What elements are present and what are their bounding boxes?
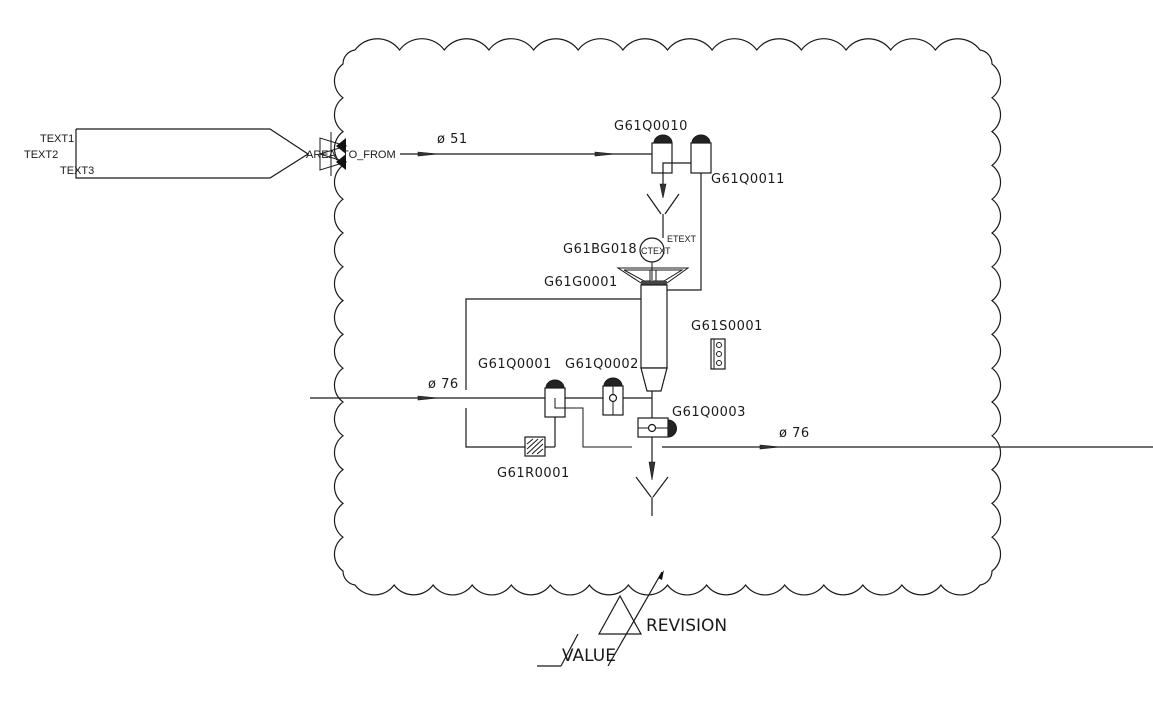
- flow-arrow-icon: [594, 151, 616, 157]
- valve-q0001-label: G61Q0001: [478, 357, 552, 372]
- flow-arrow-icon: [648, 461, 656, 481]
- valve-q0011-label: G61Q0011: [711, 172, 785, 187]
- valve-q0003[interactable]: [637, 417, 677, 438]
- revision-cloud: [333, 38, 1002, 596]
- connector-label-3: TEXT3: [60, 165, 94, 177]
- flow-arrow-icon: [417, 151, 439, 157]
- offpage-connector[interactable]: TEXT1 TEXT2 TEXT3: [24, 128, 310, 179]
- valve-q0003-label: G61Q0003: [672, 405, 746, 420]
- connector-label-2: TEXT2: [24, 149, 58, 161]
- check-valve-icon: [319, 132, 348, 176]
- valve-q0011[interactable]: [690, 134, 712, 174]
- valve-q0002[interactable]: [602, 377, 624, 416]
- vessel-g0001[interactable]: [616, 267, 690, 392]
- area-to-from-label: AREA_TO_FROM: [306, 149, 396, 161]
- flow-arrow-icon: [417, 395, 439, 401]
- sensor-s0001[interactable]: [710, 338, 726, 370]
- instrument-bg018-label: G61BG018: [563, 242, 637, 257]
- connector-label-1: TEXT1: [40, 133, 74, 145]
- drain-funnel-icon: [646, 193, 680, 238]
- pipe-size-mid: ø 76: [428, 377, 459, 392]
- pipe-size-top: ø 51: [437, 132, 468, 147]
- flow-arrow-icon: [659, 183, 667, 199]
- restrictor-r0001[interactable]: [524, 436, 546, 457]
- valve-q0002-label: G61Q0002: [565, 357, 639, 372]
- instrument-bubble-text: CTEXT: [641, 246, 671, 256]
- revision-marker[interactable]: [537, 570, 664, 667]
- revision-label: REVISION: [646, 616, 727, 636]
- vessel-g0001-label: G61G0001: [544, 275, 618, 290]
- valve-q0010-label: G61Q0010: [614, 119, 688, 134]
- restrictor-r0001-label: G61R0001: [497, 466, 570, 481]
- sensor-s0001-label: G61S0001: [691, 319, 763, 334]
- pipe-size-outlet: ø 76: [779, 426, 810, 441]
- instrument-extra-text: ETEXT: [667, 234, 697, 244]
- valve-q0010[interactable]: [651, 134, 673, 174]
- valve-q0001[interactable]: [544, 379, 632, 448]
- drain-funnel-icon: [635, 476, 669, 516]
- flow-arrow-icon: [759, 444, 781, 450]
- revision-value: VALUE: [562, 646, 616, 666]
